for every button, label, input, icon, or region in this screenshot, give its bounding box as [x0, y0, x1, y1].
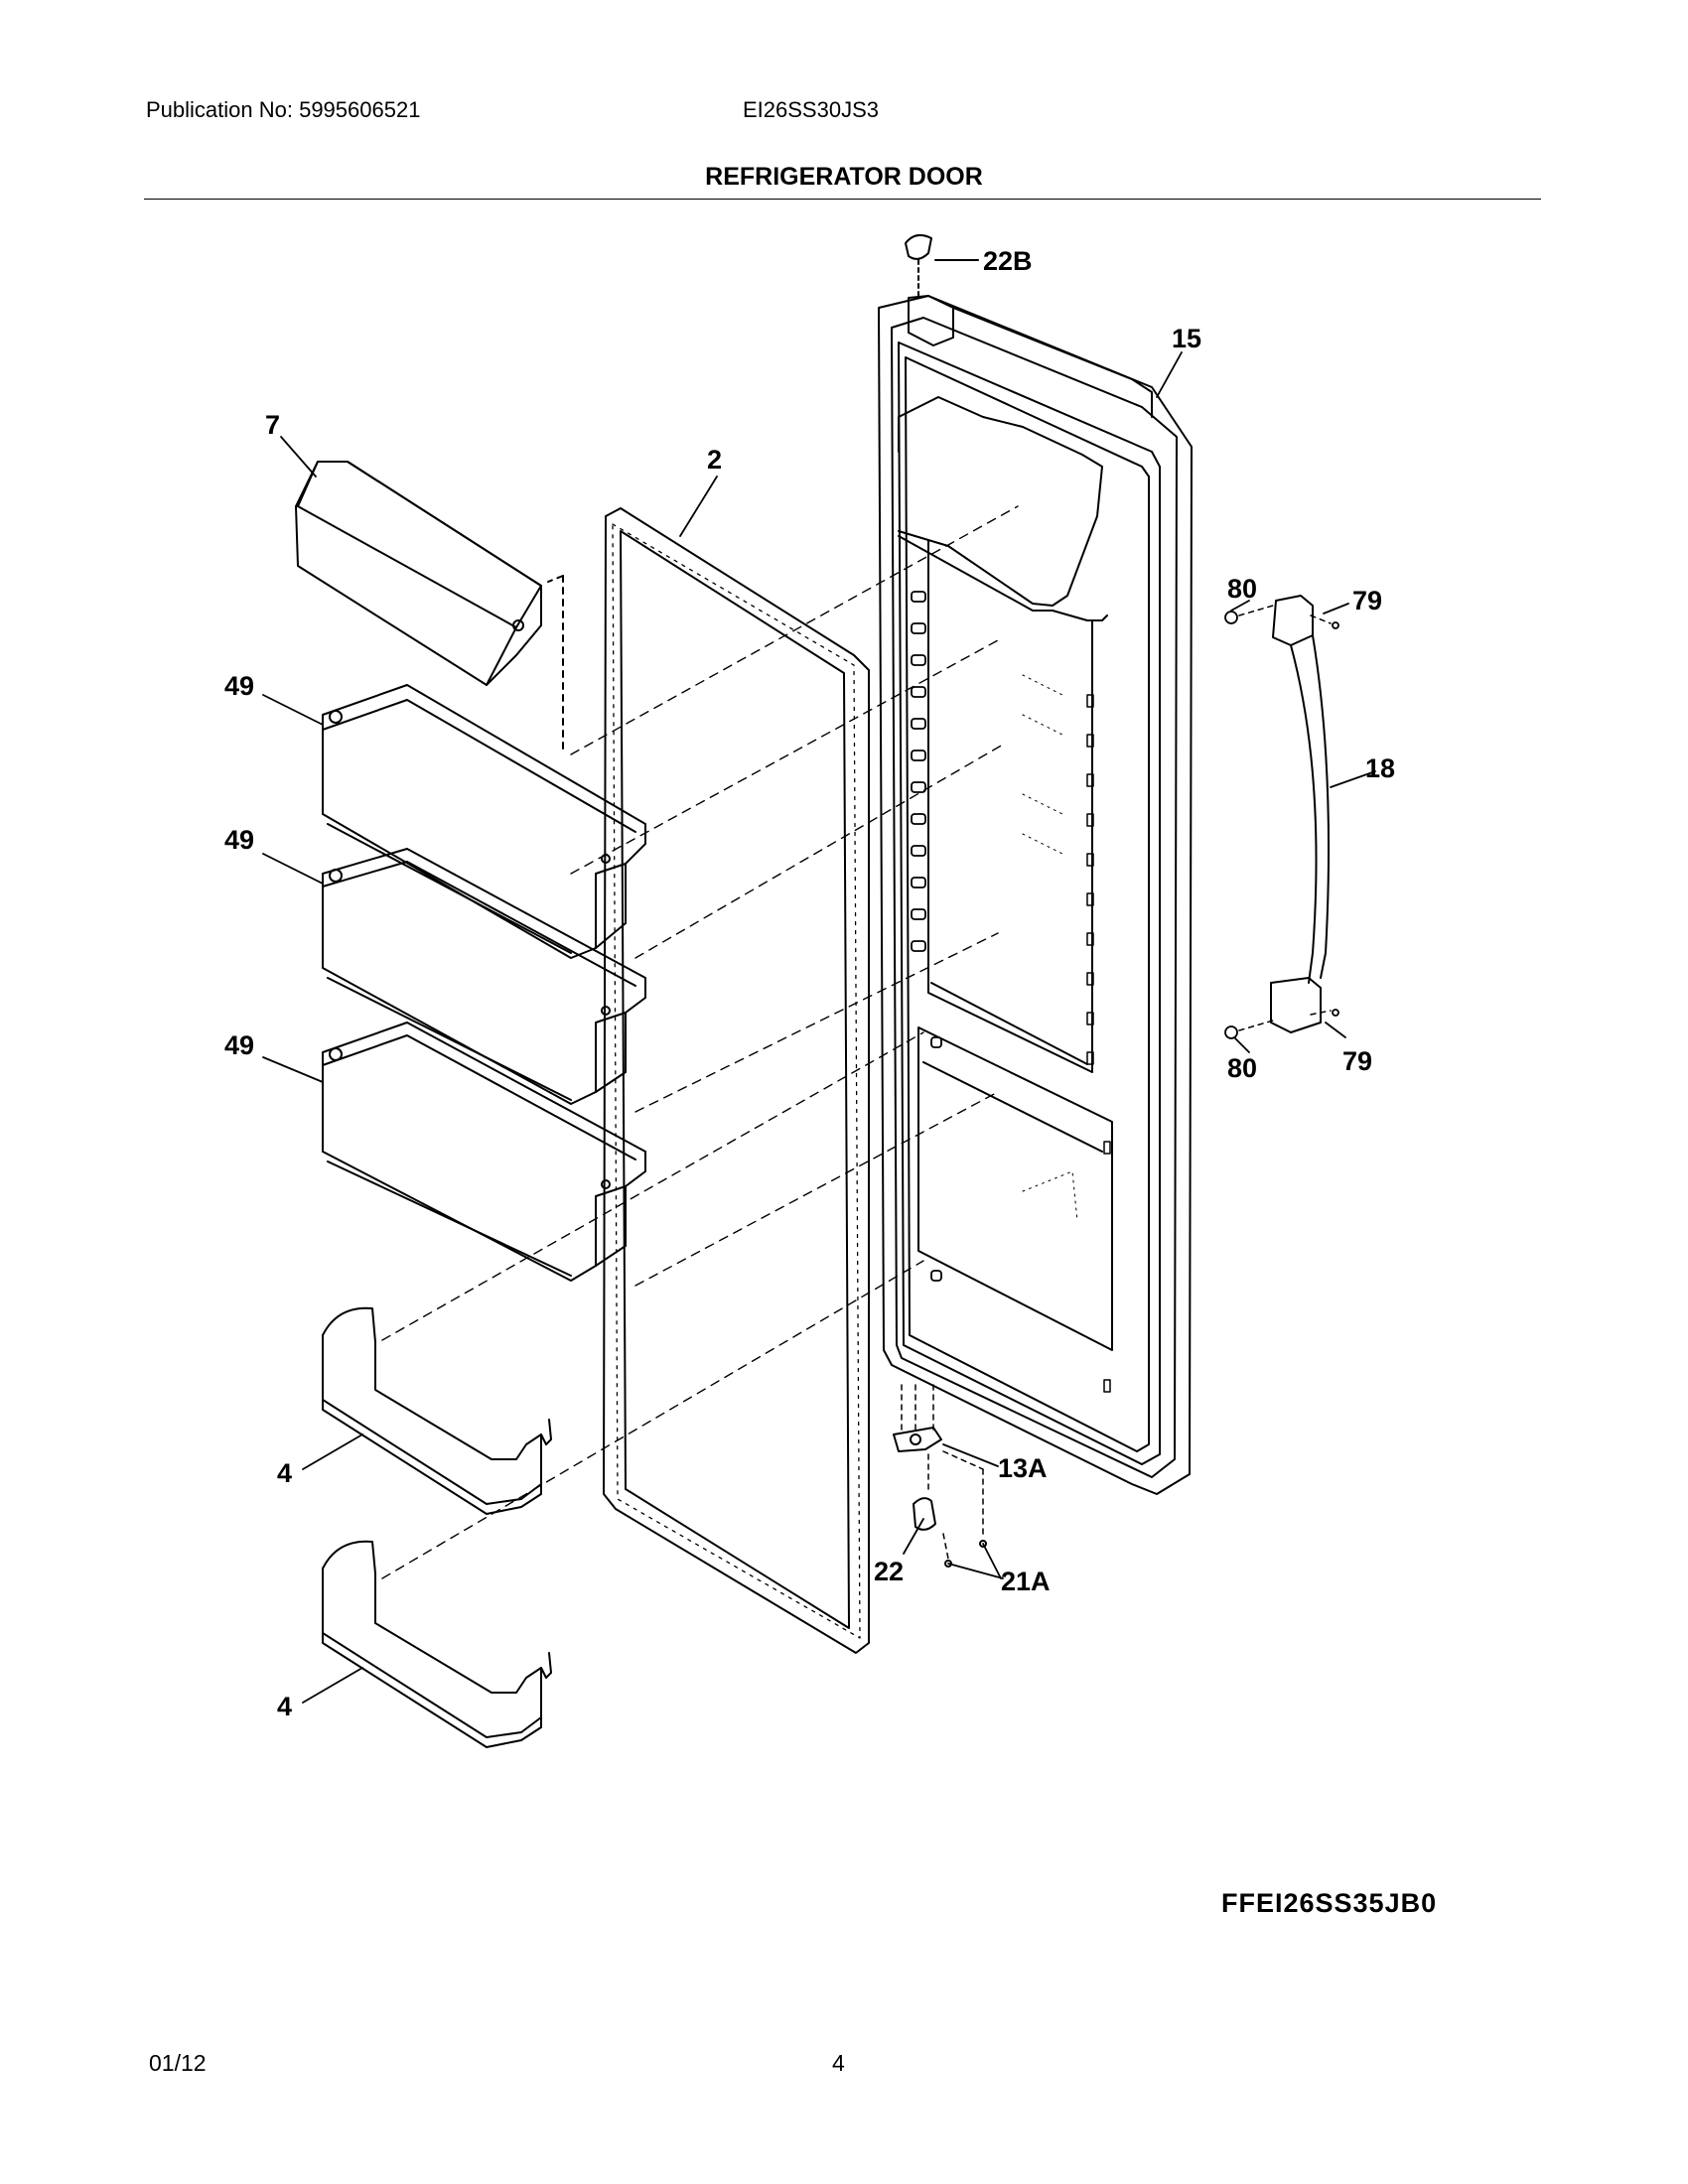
callout-13A: 13A: [998, 1453, 1048, 1483]
diagram-code: FFEI26SS35JB0: [1221, 1888, 1438, 1918]
plug-22B: [905, 233, 979, 297]
page-title: REFRIGERATOR DOOR: [705, 163, 983, 191]
leader-lines: [262, 351, 1376, 1704]
callout-7: 7: [265, 410, 280, 440]
door-panel: [878, 295, 1193, 1495]
callout-49-middle: 49: [224, 825, 254, 855]
callout-18: 18: [1365, 753, 1395, 783]
callout-22B: 22B: [983, 246, 1033, 276]
publication-date: 01/12: [149, 2050, 207, 2076]
door-gasket: [603, 507, 870, 1654]
page-number: 4: [832, 2050, 845, 2076]
model-number: EI26SS30JS3: [743, 97, 879, 122]
callout-2: 2: [707, 445, 722, 475]
door-bin-middle: [322, 848, 646, 1105]
callout-21A: 21A: [1001, 1567, 1051, 1596]
alignment-lines: [381, 505, 1019, 1579]
callout-80-upper: 80: [1227, 574, 1257, 604]
callout-4-upper: 4: [277, 1458, 292, 1488]
header-divider: [144, 199, 1541, 200]
callout-22: 22: [874, 1557, 904, 1586]
door-handle: [1224, 595, 1339, 1039]
callout-80-lower: 80: [1227, 1053, 1257, 1083]
callout-49-lower: 49: [224, 1030, 254, 1060]
door-bin-lower: [322, 1022, 646, 1282]
publication-number: Publication No: 5995606521: [146, 97, 421, 122]
hinge-hardware: [893, 1384, 987, 1568]
bucket-lower: [322, 1540, 552, 1748]
bucket-upper: [322, 1306, 552, 1515]
dairy-bin: [295, 461, 564, 755]
callout-79-lower: 79: [1342, 1046, 1372, 1076]
callout-15: 15: [1172, 324, 1201, 353]
callout-49-upper: 49: [224, 671, 254, 701]
door-bin-upper: [322, 684, 646, 959]
callout-4-lower: 4: [277, 1692, 292, 1721]
callout-79-upper: 79: [1352, 586, 1382, 615]
